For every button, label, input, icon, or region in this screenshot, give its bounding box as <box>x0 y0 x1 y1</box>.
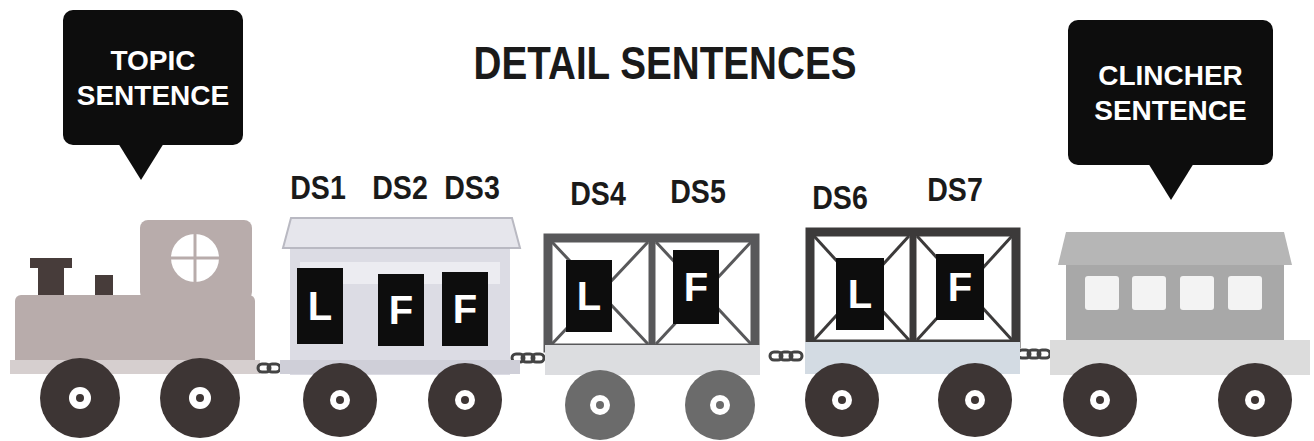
letter-code: L <box>577 276 601 316</box>
callout-text: TOPIC SENTENCE <box>71 43 235 113</box>
letter-tag: F <box>442 272 488 346</box>
letter-code: F <box>948 267 972 307</box>
diagram-title: DETAIL SENTENCES <box>474 36 857 90</box>
letter-tag: L <box>566 260 612 332</box>
letter-code: L <box>308 286 332 326</box>
callout-text: CLINCHER SENTENCE <box>1076 58 1265 128</box>
letter-code: F <box>389 290 413 330</box>
car-label: DS4 <box>570 174 626 213</box>
car-label: DS3 <box>444 168 500 207</box>
car-label: DS5 <box>670 172 726 211</box>
letter-code: F <box>453 289 477 329</box>
car-label: DS6 <box>812 178 868 217</box>
car-label: DS2 <box>372 168 428 207</box>
letter-code: F <box>684 267 708 307</box>
letter-tag: F <box>378 274 424 346</box>
callout-pointer <box>1148 163 1194 200</box>
letter-tag: L <box>836 258 884 330</box>
callout-pointer <box>118 143 164 180</box>
letter-tag: L <box>297 268 343 344</box>
car-label: DS1 <box>290 168 346 207</box>
callout-box: CLINCHER SENTENCE <box>1068 20 1273 165</box>
letter-tag: F <box>936 254 984 320</box>
cargo-car <box>545 238 760 440</box>
engine <box>10 220 260 438</box>
letter-tag: F <box>673 250 719 324</box>
callout-box: TOPIC SENTENCE <box>63 10 243 145</box>
caboose <box>1050 232 1310 437</box>
cargo-car <box>805 232 1020 437</box>
letter-code: L <box>848 274 872 314</box>
car-label: DS7 <box>927 170 983 209</box>
passenger-car <box>280 218 520 437</box>
